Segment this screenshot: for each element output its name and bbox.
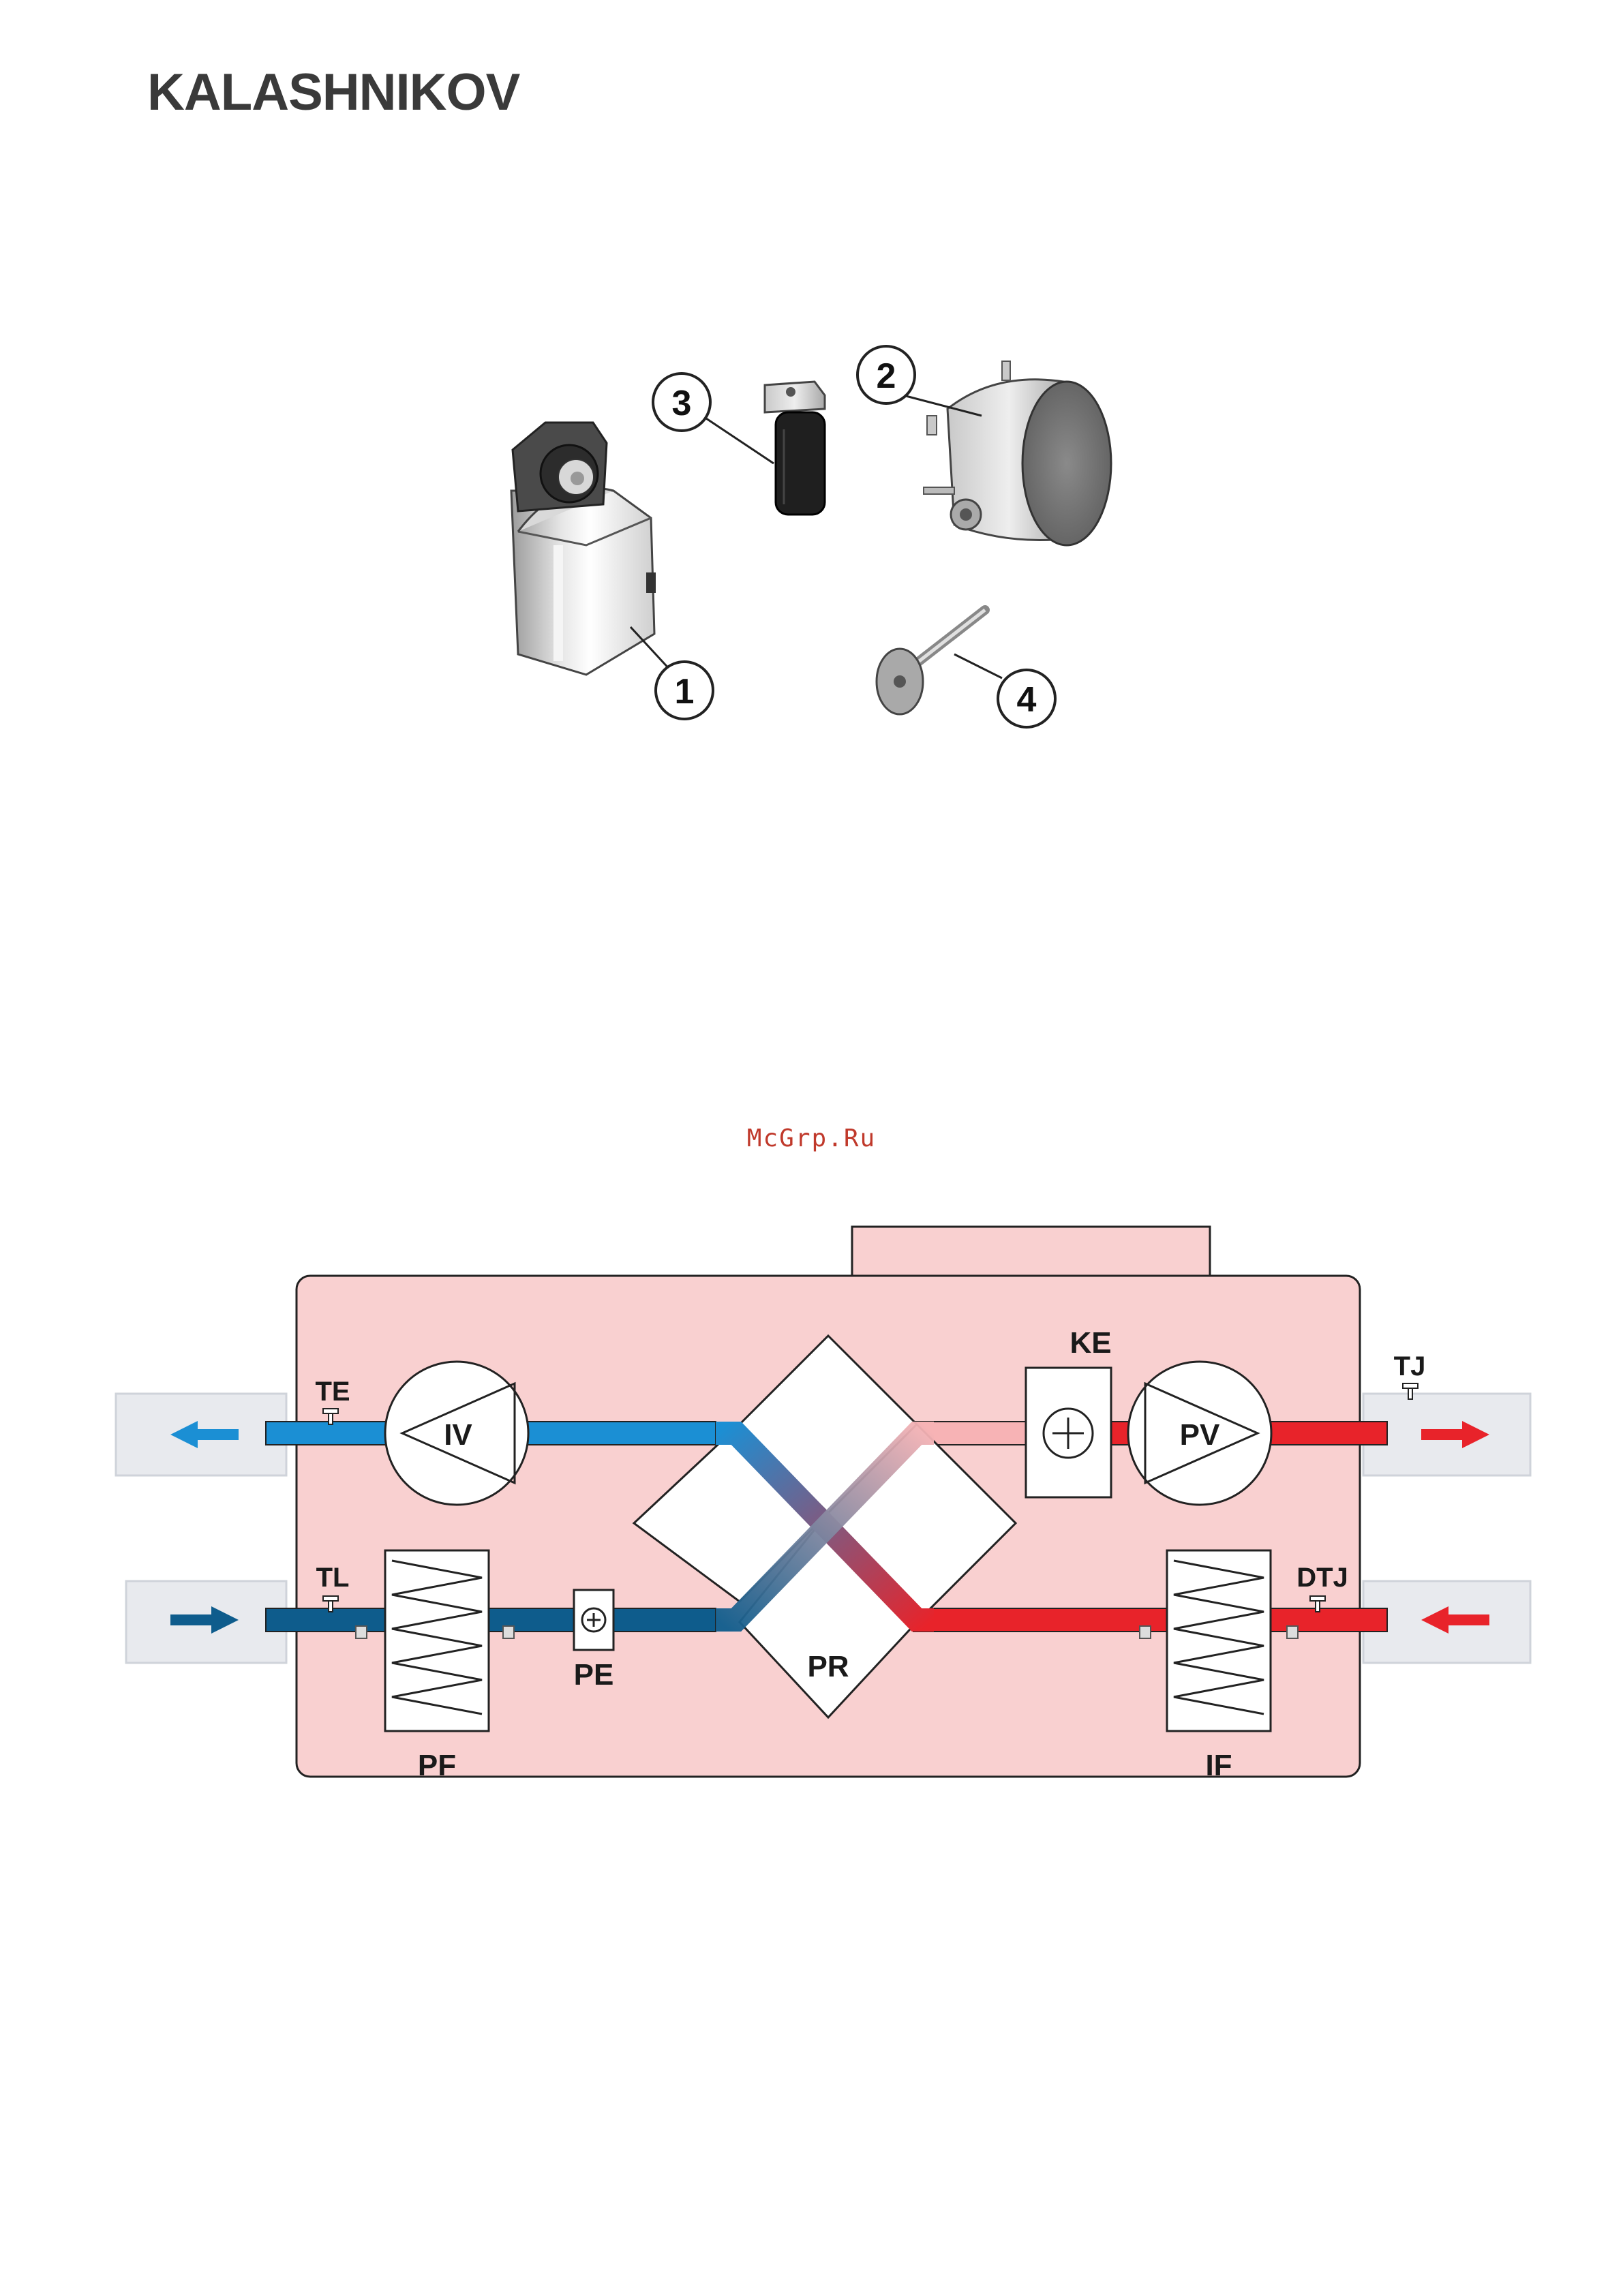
label-pr: PR <box>807 1650 849 1683</box>
label-if: IF <box>1205 1749 1232 1782</box>
cylinder-part <box>924 361 1111 545</box>
unit-top-box <box>852 1227 1210 1278</box>
label-iv: IV <box>444 1418 472 1452</box>
callout-3: 3 <box>653 373 774 463</box>
bracket-part <box>765 382 825 515</box>
label-ke: KE <box>1070 1326 1111 1360</box>
callout-label-2: 2 <box>877 356 896 396</box>
label-pe: PE <box>574 1658 614 1692</box>
label-pv: PV <box>1180 1418 1220 1452</box>
callout-4: 4 <box>954 654 1055 727</box>
label-pf: PF <box>418 1749 456 1782</box>
actuator-part <box>511 423 656 675</box>
label-tj: TJ <box>1394 1351 1426 1381</box>
ventilation-scheme: PR IV PV KE PE PF IF <box>0 1199 1623 1813</box>
label-tl: TL <box>316 1563 350 1593</box>
label-te: TE <box>315 1377 350 1407</box>
fan-iv: IV <box>385 1362 528 1505</box>
watermark: McGrp.Ru <box>0 1124 1623 1152</box>
sensor-tj: TJ <box>1394 1351 1426 1399</box>
callout-label-3: 3 <box>672 384 692 423</box>
callout-label-4: 4 <box>1017 680 1037 720</box>
preheater-pe: PE <box>574 1590 614 1692</box>
parts-illustration: 1 3 2 4 <box>0 0 1623 784</box>
fan-pv: PV <box>1128 1362 1271 1505</box>
label-dtj: DTJ <box>1296 1563 1348 1593</box>
callout-label-1: 1 <box>675 672 695 711</box>
callout-1: 1 <box>631 627 713 719</box>
